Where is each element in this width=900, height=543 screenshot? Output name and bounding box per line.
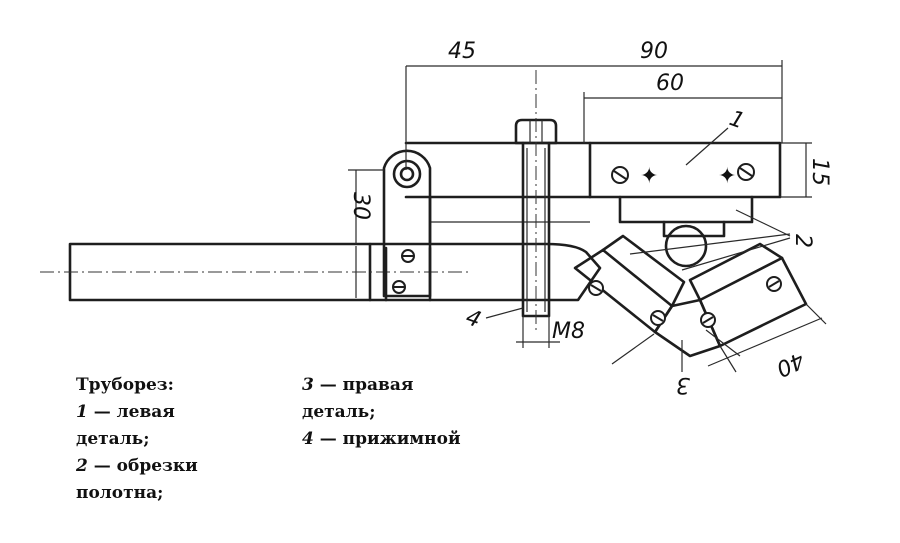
- caption-item-3-number: 3: [302, 375, 314, 395]
- caption-item-2-cont: полотна;: [76, 483, 164, 503]
- screw-icon: [766, 276, 782, 292]
- pivot-link: [382, 149, 432, 298]
- dimension-60: 60: [583, 71, 782, 143]
- caption-item-4: 4 — прижимной: [302, 426, 461, 453]
- callout-1: 1: [685, 106, 748, 166]
- caption-item-4-number: 4: [302, 429, 314, 449]
- caption-item-2-number: 2: [76, 456, 88, 476]
- pipe-section: [664, 224, 708, 268]
- callout-1-label: 1: [726, 106, 748, 134]
- dimension-30-label: 30: [348, 192, 373, 220]
- caption-right: 3 — правая деталь; 4 — прижимной: [302, 372, 461, 453]
- caption-title: Труборез:: [76, 375, 174, 395]
- dimension-40-label: 40: [772, 347, 808, 381]
- caption-item-2: 2 — обрезки: [76, 453, 198, 480]
- part-1-plate: ✦ ✦: [588, 141, 782, 199]
- callout-4: 4: [462, 305, 524, 333]
- caption-left: Труборез: 1 — левая деталь; 2 — обрезки …: [76, 372, 198, 507]
- dimension-m8: M8: [516, 316, 585, 348]
- callout-4-label: 4: [462, 305, 484, 333]
- caption-item-1-cont: деталь;: [76, 429, 150, 449]
- dimension-45: 45: [405, 39, 536, 170]
- screw-icon: [588, 280, 604, 296]
- dimension-15: 15: [780, 142, 832, 198]
- dimension-15-label: 15: [807, 158, 832, 186]
- caption-item-2-text: — обрезки: [87, 456, 198, 476]
- caption-item-3: 3 — правая: [302, 372, 461, 399]
- caption-item-1-number: 1: [76, 402, 88, 422]
- callout-3: 3: [611, 329, 741, 397]
- dimension-60-label: 60: [656, 71, 684, 96]
- screw-icon: [737, 163, 755, 181]
- caption-item-1-text: — левая: [87, 402, 175, 422]
- caption-item-4-text: — прижимной: [313, 429, 461, 449]
- callout-3-label: 3: [676, 372, 690, 397]
- svg-text:✦: ✦: [718, 164, 736, 189]
- caption-item-3-cont: деталь;: [302, 402, 376, 422]
- caption-item-3-text: — правая: [313, 375, 414, 395]
- callout-2-label: 2: [790, 234, 815, 248]
- screw-icon: [611, 166, 629, 184]
- screw-icon: [392, 280, 406, 294]
- upper-arm: [404, 141, 592, 246]
- bracket: [618, 195, 754, 238]
- v-block: [573, 234, 808, 358]
- screw-icon: [700, 312, 716, 328]
- dimension-90: 90: [536, 39, 783, 143]
- screw-icon: [401, 249, 415, 263]
- svg-text:✦: ✦: [640, 164, 658, 189]
- dimension-m8-label: M8: [552, 319, 585, 344]
- dimension-45-label: 45: [448, 39, 476, 64]
- dimension-30: 30: [348, 169, 384, 244]
- screw-icon: [650, 310, 666, 326]
- caption-item-1: 1 — левая: [76, 399, 198, 426]
- callout-2: 2: [629, 209, 815, 271]
- clamp-bolt: [514, 70, 558, 330]
- dimension-90-label: 90: [640, 39, 668, 64]
